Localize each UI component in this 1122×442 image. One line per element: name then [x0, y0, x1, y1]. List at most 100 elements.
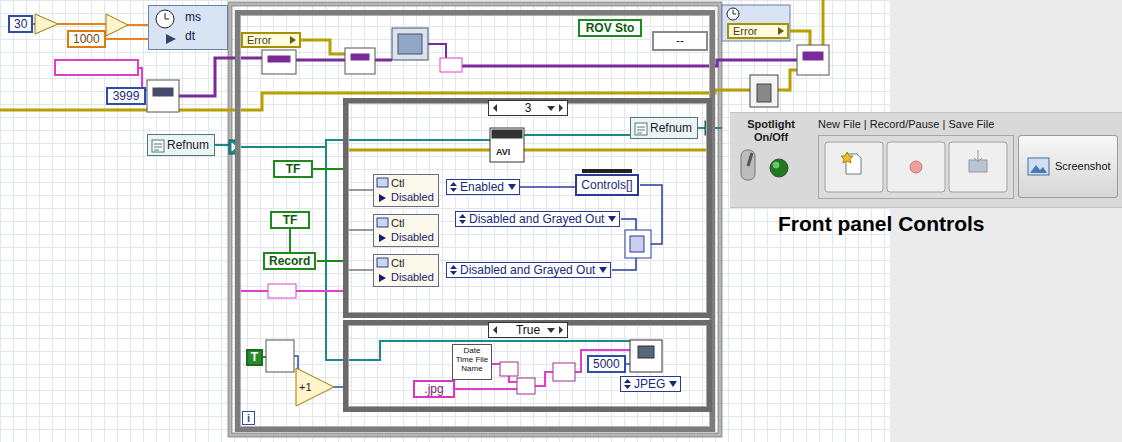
select-icon	[266, 340, 294, 372]
node-text: Enabled	[460, 180, 504, 194]
arrow-down	[547, 106, 555, 111]
wire-connector	[106, 38, 148, 40]
image-icon	[392, 28, 428, 60]
selector-arrow	[557, 323, 565, 337]
save-arrow	[974, 150, 982, 162]
enum-constant: Enabled	[446, 179, 520, 195]
wire	[428, 44, 446, 58]
enum-arrows	[449, 180, 458, 194]
error-cluster: Error	[241, 32, 301, 48]
node-text: True	[511, 323, 545, 337]
node-text: Screenshot	[1055, 136, 1111, 197]
file-icon	[152, 140, 164, 152]
error-cluster: Error	[727, 23, 789, 39]
toggle-lever	[748, 153, 752, 166]
numeric-constant: 5000	[587, 355, 626, 373]
concatenate-icon	[517, 378, 535, 394]
wire	[313, 168, 345, 170]
avi-write-icon	[490, 128, 524, 162]
node-text: JPEG	[634, 377, 665, 391]
label-text: AVI	[496, 147, 510, 157]
node-text: 5000	[593, 357, 620, 371]
wire	[301, 40, 345, 54]
wire	[822, 0, 825, 45]
push-button	[949, 142, 1007, 192]
wire	[509, 376, 517, 382]
control-ref-icon	[377, 218, 388, 227]
wire	[626, 363, 630, 365]
arrow-down	[608, 216, 616, 222]
control-ref-icon	[377, 178, 388, 187]
image-ref-icon	[440, 58, 462, 72]
input-arrow	[379, 274, 386, 282]
icon-label: AVI	[496, 147, 510, 157]
wire	[345, 270, 373, 271]
property-icon	[376, 216, 390, 246]
arrow-right	[290, 36, 296, 44]
tcp-open-icon	[147, 80, 179, 112]
enum-arrows	[458, 212, 467, 226]
wire	[345, 149, 490, 152]
cluster-arrow	[289, 34, 297, 46]
wire	[179, 58, 262, 96]
wire	[524, 134, 630, 136]
node-text: Refnum	[167, 137, 209, 153]
property-node: Controls[]	[575, 174, 639, 196]
array-index-bar	[582, 169, 632, 173]
switch-label: Spotlight On/Off	[741, 118, 801, 146]
node-text: Ctl	[391, 256, 434, 270]
wire	[317, 260, 345, 262]
node-text: ROV Sto	[584, 21, 636, 35]
trash-icon	[757, 84, 771, 102]
selector-dropdown	[546, 101, 556, 115]
tcp-read-icon	[262, 50, 296, 74]
enum-constant: Disabled and Grayed Out	[446, 262, 611, 278]
node-text: .jpg	[419, 382, 449, 396]
node-text: --	[658, 33, 702, 49]
property-icon	[376, 176, 390, 206]
property-icon	[376, 256, 390, 286]
file-icon	[635, 123, 647, 135]
led-indicator	[770, 159, 788, 177]
input-arrow	[379, 234, 386, 242]
node-text: Disabled and Grayed Out	[460, 263, 595, 277]
input-arrow	[166, 34, 176, 44]
toggle-switch	[741, 150, 755, 180]
property-node: CtlDisabled	[373, 254, 439, 287]
wire	[789, 31, 810, 45]
arrow-right	[559, 104, 563, 112]
wire	[575, 350, 630, 372]
icon-detail	[803, 52, 823, 60]
case-structure: 3RefnumCtlDisabledEnabledCtlDisabledDisa…	[343, 98, 712, 318]
clock-icon	[152, 8, 182, 48]
node-text: 3	[511, 101, 545, 115]
boolean-constant: TF	[273, 160, 313, 178]
node-text: Ctl	[391, 176, 434, 190]
picture-frame	[1028, 158, 1049, 175]
arrow-up	[450, 265, 457, 269]
timed-loop-input-node: msdt	[148, 5, 228, 50]
numeric-constant: 1000	[67, 30, 106, 48]
numeric-constant: 30	[8, 15, 33, 33]
node-text: TF	[276, 213, 304, 227]
wire	[58, 23, 106, 25]
iteration-terminal: i	[242, 411, 255, 425]
wire	[612, 258, 636, 270]
node-text: Controls[]	[581, 176, 633, 194]
wire	[375, 59, 392, 62]
port-constant: 3999	[106, 87, 146, 105]
refnum-icon	[151, 139, 165, 153]
arrow-up	[624, 379, 631, 383]
node-text: Ctl	[391, 216, 434, 230]
case-selector: 3	[488, 100, 568, 116]
wire-connector	[520, 186, 575, 188]
enum-constant: Disabled and Grayed Out	[455, 211, 620, 227]
disk-icon	[638, 346, 654, 358]
wire	[296, 59, 345, 62]
selector-dropdown	[546, 323, 556, 337]
node-text: 30	[14, 17, 27, 31]
record-icon	[910, 161, 922, 173]
node-text: Spotlight On/Off	[741, 118, 801, 144]
wire	[237, 140, 490, 147]
node-text: Disabled and Grayed Out	[469, 212, 604, 226]
